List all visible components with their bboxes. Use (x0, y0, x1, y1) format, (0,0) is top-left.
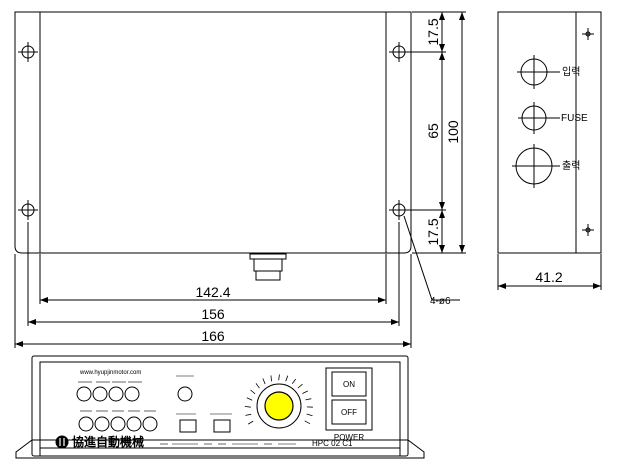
top-view-outline (14, 11, 412, 254)
speed-dial-knob[interactable] (264, 391, 294, 421)
side-view-outline (497, 11, 602, 254)
side-label-fuse: FUSE (561, 113, 588, 124)
cable-gland (249, 253, 287, 281)
output-connector-symbol (512, 144, 556, 188)
mounting-hole-top-left (18, 42, 38, 62)
dim-label-100: 100 (445, 120, 461, 144)
brand-logo-icon (55, 435, 69, 449)
power-label: POWER (334, 433, 364, 442)
dim-label-17-5-bottom: 17.5 (425, 218, 441, 245)
dim-label-166: 166 (201, 328, 225, 344)
hole-callout-leader (403, 215, 460, 301)
top-view (14, 11, 466, 348)
power-switch-off-label: OFF (341, 408, 357, 417)
hole-callout-label: 4-ø6 (430, 296, 451, 307)
power-switch-frame (325, 367, 373, 431)
side-label-input: 입력 (562, 65, 580, 78)
toggle-switch-left (179, 419, 197, 433)
led-row-top (76, 386, 140, 402)
input-connector-symbol (517, 55, 551, 89)
dim-label-65: 65 (425, 123, 441, 139)
dial-tick-marks (244, 374, 313, 425)
power-switch-on-button[interactable] (331, 371, 367, 397)
dimension-arrowheads (15, 12, 601, 347)
side-view (497, 11, 602, 290)
speed-dial-outer-ring (256, 383, 302, 429)
side-mount-hole-bottom (582, 224, 594, 236)
led-row-bottom (78, 416, 158, 432)
dim-label-156: 156 (201, 306, 225, 322)
front-website-text: www.hyupjinmotor.com (79, 370, 141, 376)
side-mount-hole-top (582, 28, 594, 40)
front-panel-face (39, 361, 401, 457)
front-model-text: HPC 02 C1 (312, 439, 353, 448)
side-label-output: 출력 (562, 160, 580, 172)
led-label-marks (78, 375, 232, 415)
fuse-holder-symbol (518, 102, 550, 134)
indicator-lamp (177, 386, 193, 402)
front-brand-name: 協進自動機械 (72, 434, 144, 449)
power-switch-off-button[interactable] (331, 399, 367, 425)
dim-label-41-2: 41.2 (535, 269, 562, 285)
front-panel (15, 355, 425, 459)
power-switch-on-label: ON (343, 380, 355, 389)
toggle-switch-right (213, 419, 231, 433)
mounting-hole-bottom-left (18, 200, 38, 220)
dim-label-17-5-top: 17.5 (425, 18, 441, 45)
dim-label-142-4: 142.4 (195, 284, 230, 300)
